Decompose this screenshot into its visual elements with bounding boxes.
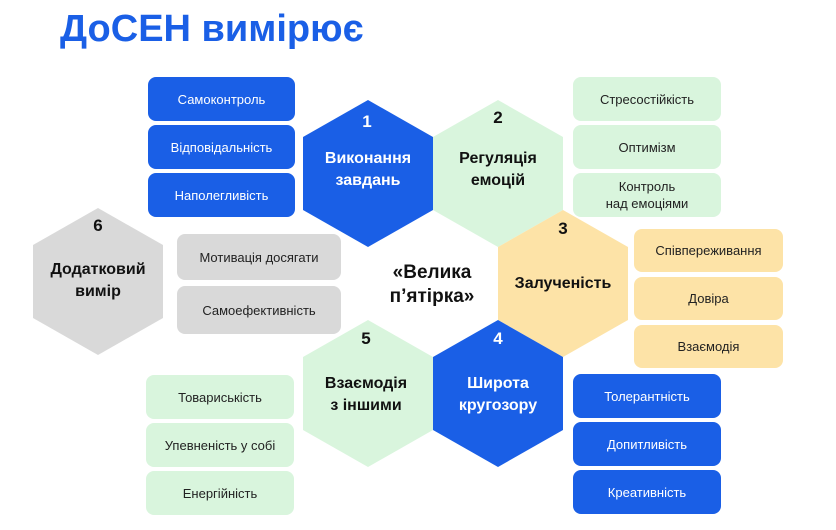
hex-label-task: Виконання завдань [324, 150, 412, 189]
hex-label-engagement: Залученість [514, 275, 612, 292]
center-label: «Велика п’ятірка» [389, 262, 475, 307]
hex-label-openness: Широта кругозору [458, 375, 538, 414]
hex-additional [33, 208, 163, 355]
hex-label-additional: Додатковий вимір [50, 261, 146, 300]
hex-number: 2 [493, 108, 503, 127]
hex-label-collaboration: Взаємодія з іншими [324, 375, 408, 414]
hex-number: 5 [361, 329, 371, 348]
trait-pill: Толерантність [573, 374, 721, 418]
trait-pill: Взаємодія [634, 325, 783, 368]
hex-collaboration [303, 320, 433, 467]
hex-number: 4 [493, 329, 503, 348]
trait-pill: Упевненість у собі [146, 423, 294, 467]
trait-pill: Допитливість [573, 422, 721, 466]
hex-label-emotion: Регуляція емоцій [459, 150, 537, 189]
trait-pill: Мотивація досягати [177, 234, 341, 280]
trait-pill: Відповідальність [148, 125, 295, 169]
hex-engagement [498, 210, 628, 357]
trait-pill: Оптимізм [573, 125, 721, 169]
hex-emotion [433, 100, 563, 247]
trait-pill: Наполегливість [148, 173, 295, 217]
trait-pill: Стресостійкість [573, 77, 721, 121]
trait-pill: Довіра [634, 277, 783, 320]
trait-pill: Енергійність [146, 471, 294, 515]
hex-number: 6 [93, 216, 103, 235]
trait-pill: Самоконтроль [148, 77, 295, 121]
hex-number: 1 [362, 112, 372, 131]
trait-pill: Товариськість [146, 375, 294, 419]
hex-task [303, 100, 433, 247]
trait-pill: Самоефективність [177, 286, 341, 334]
page-title: ДоСЕН вимірює [60, 8, 364, 50]
hex-number: 3 [558, 219, 568, 238]
hex-openness [433, 320, 563, 467]
trait-pill: Співпереживання [634, 229, 783, 272]
trait-pill: Креативність [573, 470, 721, 514]
trait-pill: Контроль над емоціями [573, 173, 721, 217]
